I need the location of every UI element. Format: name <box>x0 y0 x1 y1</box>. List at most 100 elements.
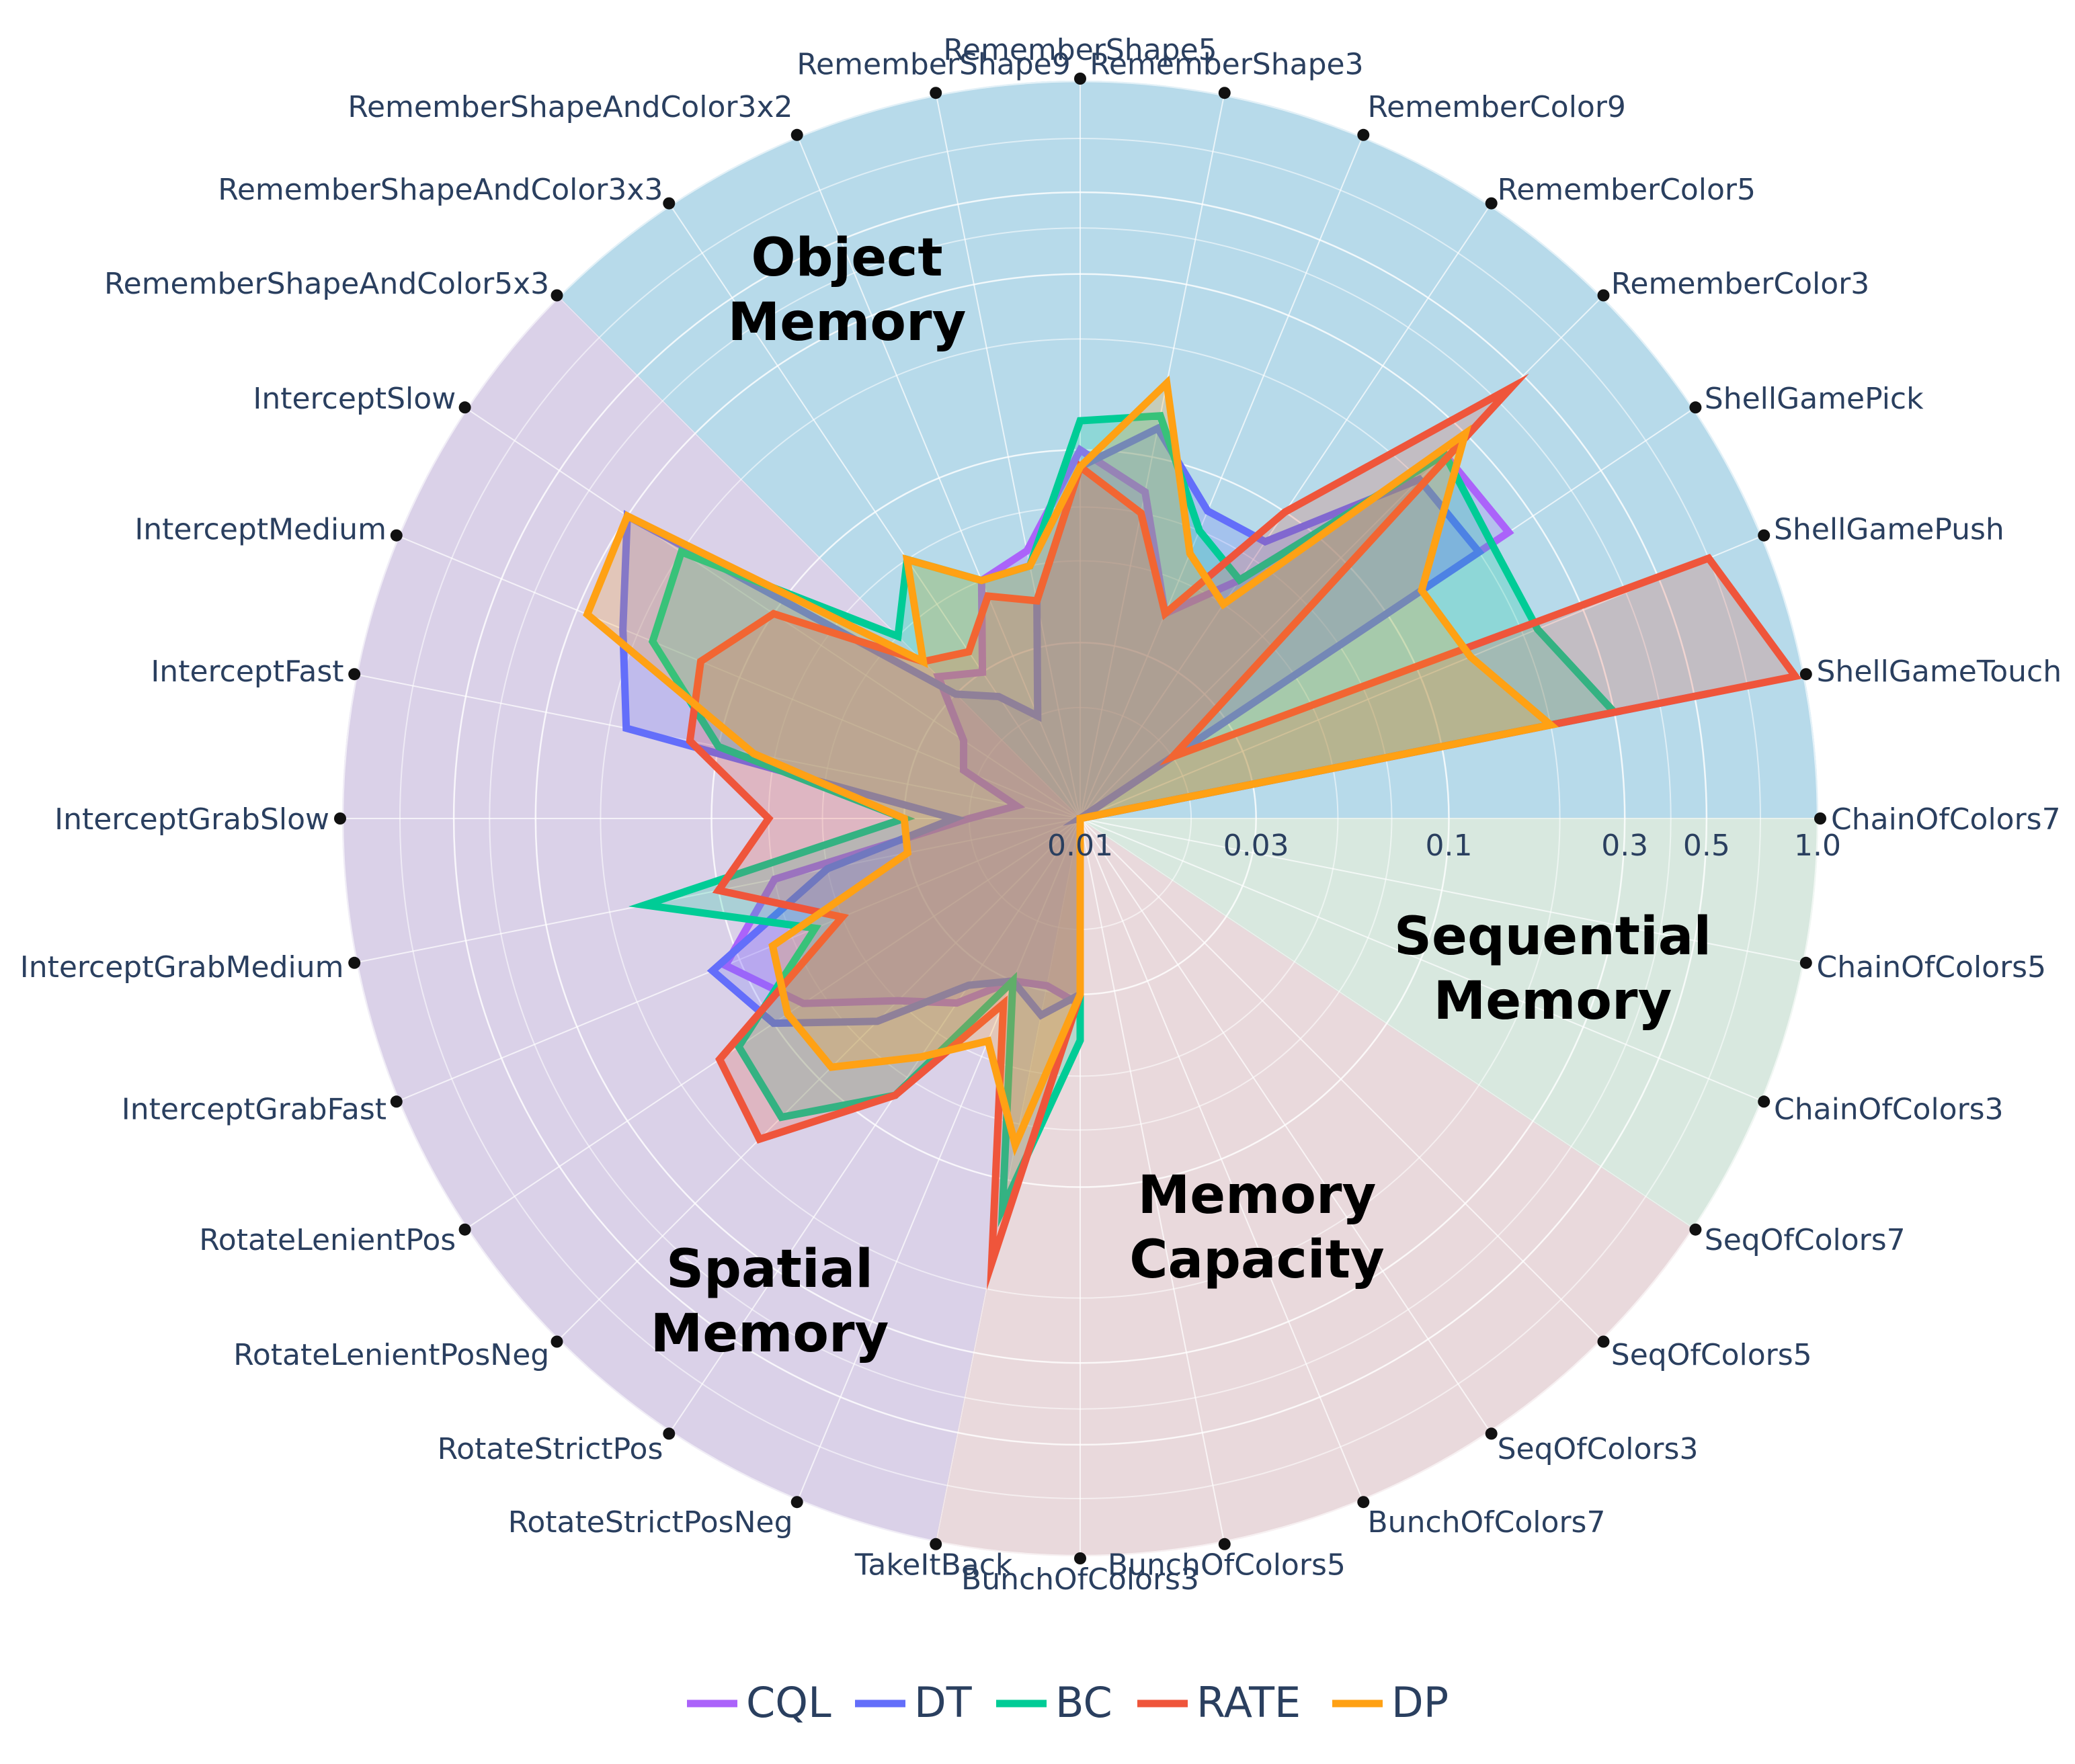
axis-tick-dot <box>1799 956 1812 969</box>
radial-tick-label: 0.03 <box>1223 829 1289 863</box>
legend-label: BC <box>1055 1678 1112 1727</box>
radial-tick-label: 0.5 <box>1683 829 1730 863</box>
axis-label-shell-game-push: ShellGamePush <box>1774 513 2004 547</box>
axis-label-intercept-medium: InterceptMedium <box>134 513 386 547</box>
axis-label-remember-shape-and-color3x3: RememberShapeAndColor3x3 <box>218 173 663 207</box>
radial-tick-label: 0.3 <box>1601 829 1648 863</box>
radial-tick-label: 0.1 <box>1426 829 1473 863</box>
grid-spoke <box>1080 818 1491 1432</box>
grid-spoke <box>1080 137 1363 819</box>
axis-label-bunch-of-colors5: BunchOfColors5 <box>1108 1548 1346 1583</box>
axis-tick-dot <box>1758 529 1771 542</box>
grid-spoke <box>558 296 1081 819</box>
grid-spoke <box>1080 818 1363 1500</box>
axis-tick-dot <box>1218 1538 1231 1550</box>
axis-tick-dot <box>930 1538 942 1550</box>
axis-label-intercept-fast: InterceptFast <box>151 655 343 689</box>
axis-tick-dot <box>1597 1335 1610 1348</box>
axis-tick-dot <box>663 197 676 210</box>
axis-tick-dot <box>334 812 346 825</box>
grid-spoke <box>936 818 1081 1542</box>
legend-label: CQL <box>746 1678 831 1727</box>
legend-item-cql[interactable]: CQL <box>687 1678 831 1727</box>
grid-spoke <box>399 818 1081 1101</box>
axis-tick-dot <box>551 1335 563 1348</box>
legend: CQL DT BC RATE DP <box>687 1678 1449 1727</box>
axis-tick-dot <box>663 1427 676 1440</box>
axis-label-rotate-lenient-pos-neg: RotateLenientPosNeg <box>233 1338 549 1372</box>
axis-tick-dot <box>458 401 471 414</box>
axis-tick-dot <box>930 87 942 99</box>
radial-tick-label: 0.01 <box>1047 829 1113 863</box>
axis-tick-dot <box>1758 1095 1771 1108</box>
axis-tick-dot <box>1357 1496 1370 1509</box>
legend-label: RATE <box>1196 1678 1301 1727</box>
grid-spoke <box>1080 818 1804 963</box>
axis-label-remember-color5: RememberColor5 <box>1498 173 1756 207</box>
axis-label-bunch-of-colors7: BunchOfColors7 <box>1368 1505 1606 1540</box>
axis-label-bunch-of-colors3: BunchOfColors3 <box>961 1562 1199 1597</box>
series-dp-line <box>583 375 1559 1157</box>
grid-spoke <box>1080 818 1602 1341</box>
legend-item-rate[interactable]: RATE <box>1137 1678 1301 1727</box>
legend-label: DP <box>1391 1678 1449 1727</box>
axis-label-remember-shape5: RememberShape5 <box>943 33 1217 67</box>
axis-tick-dot <box>348 956 361 969</box>
axis-tick-dot <box>1218 87 1231 99</box>
axis-tick-dot <box>1074 73 1086 85</box>
axis-tick-dot <box>1689 401 1702 414</box>
grid-spoke <box>1080 95 1225 819</box>
axis-tick-dot <box>1689 1223 1702 1236</box>
axis-tick-dot <box>1799 668 1812 681</box>
axis-tick-dot <box>1074 1552 1086 1564</box>
axis-label-seq-of-colors3: SeqOfColors3 <box>1498 1432 1699 1466</box>
grid-spoke <box>1080 818 1762 1101</box>
series-layer <box>583 373 1802 1290</box>
axis-label-chain-of-colors3: ChainOfColors3 <box>1774 1092 2004 1126</box>
axis-label-remember-color3: RememberColor3 <box>1611 267 1869 301</box>
series-rate-line <box>686 373 1802 1290</box>
grid-spoke <box>1080 818 1225 1542</box>
axis-tick-dot <box>551 289 563 302</box>
radial-tick-label: 1.0 <box>1794 829 1841 863</box>
legend-item-dt[interactable]: DT <box>855 1678 973 1727</box>
axis-tick-dot <box>348 668 361 681</box>
axis-tick-dot <box>458 1223 471 1236</box>
grid-spoke <box>936 95 1081 819</box>
axis-label-remember-shape-and-color3x2: RememberShapeAndColor3x2 <box>348 90 792 124</box>
axis-tick-dot <box>1485 197 1498 210</box>
axis-tick-dot <box>390 529 403 542</box>
axis-tick-dot <box>390 1095 403 1108</box>
legend-item-dp[interactable]: DP <box>1332 1678 1449 1727</box>
axis-tick-dot <box>1357 128 1370 141</box>
axis-label-intercept-slow: InterceptSlow <box>253 382 456 416</box>
axis-tick-dot <box>1814 812 1826 825</box>
axis-label-rotate-lenient-pos: RotateLenientPos <box>199 1223 456 1257</box>
angular-axis-labels: ChainOfColors7ShellGameTouchShellGamePus… <box>20 33 2062 1597</box>
grid-spoke <box>669 205 1081 819</box>
axis-label-remember-shape9: RememberShape9 <box>797 48 1070 82</box>
axis-label-rotate-strict-pos-neg: RotateStrictPosNeg <box>508 1505 793 1540</box>
grid-spoke <box>669 818 1081 1432</box>
radial-tick-labels: 0.01 0.03 0.1 0.3 0.5 1.0 <box>1047 829 1841 863</box>
axis-label-intercept-grab-fast: InterceptGrabFast <box>122 1092 386 1126</box>
axis-label-rotate-strict-pos: RotateStrictPos <box>438 1432 663 1466</box>
axis-label-intercept-grab-slow: InterceptGrabSlow <box>54 802 329 837</box>
grid-spoke <box>797 137 1081 819</box>
axis-tick-dot <box>790 1496 803 1509</box>
axis-label-chain-of-colors7: ChainOfColors7 <box>1831 802 2061 837</box>
series-dt-line <box>619 423 1711 1027</box>
grid-spoke <box>797 818 1081 1500</box>
axis-label-take-it-back: TakeItBack <box>854 1548 1013 1583</box>
legend-item-bc[interactable]: BC <box>996 1678 1112 1727</box>
axis-tick-dot <box>790 128 803 141</box>
axis-label-remember-shape3: RememberShape3 <box>1090 48 1363 82</box>
axis-label-remember-color9: RememberColor9 <box>1368 90 1626 124</box>
axis-label-seq-of-colors7: SeqOfColors7 <box>1705 1223 1906 1257</box>
